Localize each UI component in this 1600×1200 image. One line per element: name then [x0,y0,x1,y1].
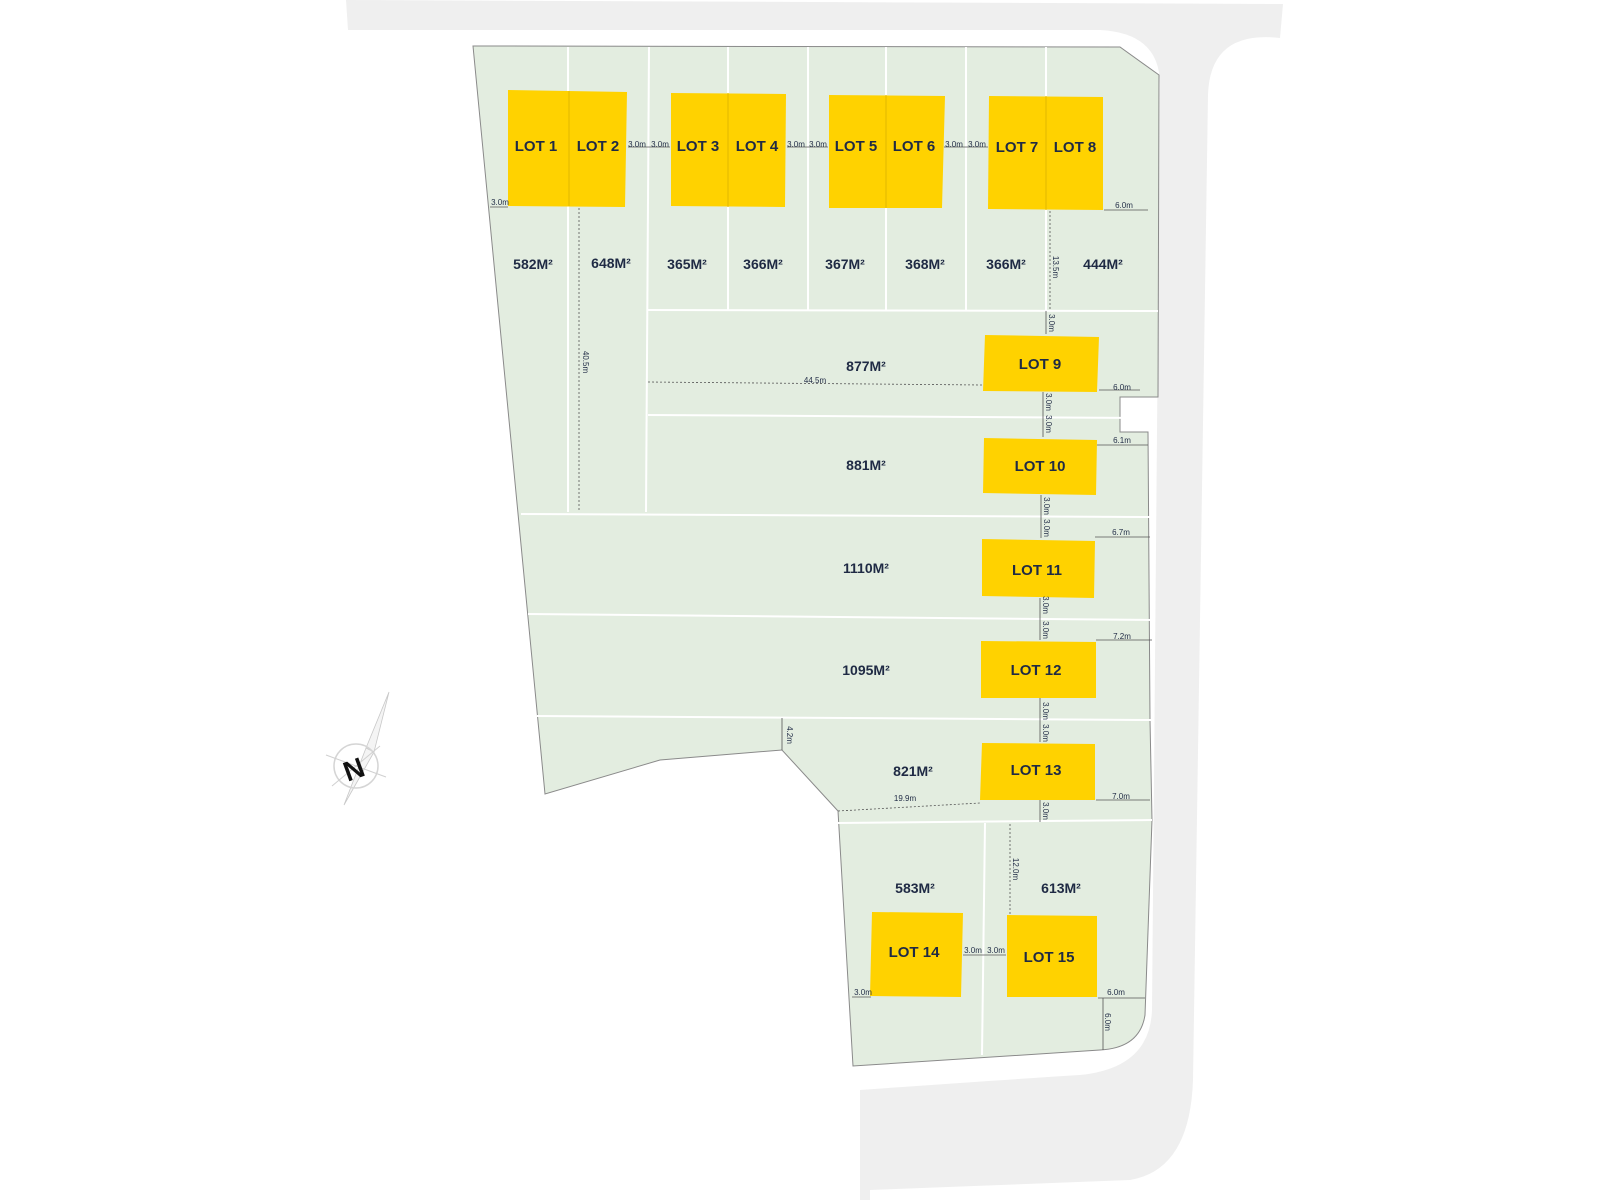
dimension-label-11: 40.5m [581,351,590,374]
lot-label-6: LOT 6 [893,138,936,155]
area-label-1: 582M² [513,256,553,272]
north-arrow [325,691,390,806]
dimension-label-29: 3.0m [1041,802,1050,820]
dimension-label-28: 7.0m [1112,792,1130,801]
lot-label-12: LOT 12 [1011,662,1062,679]
house-lot-15 [1007,915,1097,997]
dimension-label-12: 3.0m [1047,314,1056,332]
dimension-label-3: 3.0m [787,140,805,149]
house-lot-11 [982,539,1095,598]
house-lot-14 [870,912,963,997]
lot-label-13: LOT 13 [1011,762,1062,779]
area-label-3: 365M² [667,256,707,272]
lot-label-8: LOT 8 [1054,139,1097,156]
house-party-walls [568,91,1047,210]
lot-label-3: LOT 3 [677,138,720,155]
dimension-label-33: 3.0m [854,988,872,997]
dimension-label-18: 3.0m [1042,497,1051,515]
house-lot-1-2 [508,90,627,207]
dimension-label-16: 3.0m [1044,415,1053,433]
lot-division-lines [520,46,1159,1056]
dimension-label-10: 13.5m [1051,256,1060,279]
road [346,0,1283,1200]
house-lot-5-6 [829,95,945,208]
area-label-12: 1095M² [842,662,890,678]
house-lot-13 [980,743,1095,800]
lot-label-14: LOT 14 [889,944,941,961]
dimension-label-5: 3.0m [945,140,963,149]
dimension-lines [490,146,1152,1050]
dimension-label-22: 3.0m [1041,621,1050,639]
dimension-label-13: 44.5m [804,376,827,385]
house-lot-9 [983,335,1099,392]
area-label-7: 366M² [986,256,1026,272]
dimension-label-26: 4.2m [785,726,794,744]
dimension-label-21: 3.0m [1041,596,1050,614]
lot-label-7: LOT 7 [996,139,1039,156]
dimension-label-34: 6.0m [1107,988,1125,997]
lot-label-15: LOT 15 [1024,949,1075,966]
area-label-15: 613M² [1041,880,1081,896]
dimension-label-1: 3.0m [628,140,646,149]
area-label-8: 444M² [1083,256,1123,272]
lot-label-1: LOT 1 [515,138,558,155]
dimension-label-19: 3.0m [1042,519,1051,537]
area-label-10: 881M² [846,457,886,473]
dimension-label-35: 6.0m [1103,1013,1112,1031]
dimension-label-31: 3.0m [964,946,982,955]
dimension-label-17: 6.1m [1113,436,1131,445]
lot-label-5: LOT 5 [835,138,878,155]
area-label-4: 366M² [743,256,783,272]
area-label-13: 821M² [893,763,933,779]
house-lot-10 [983,438,1097,495]
dimension-label-27: 19.9m [894,794,917,803]
lot-label-9: LOT 9 [1019,356,1062,373]
dimension-label-7: 3.0m [491,198,509,207]
dimension-label-4: 3.0m [809,140,827,149]
area-labels: 582M² 648M² 365M² 366M² 367M² 368M² 366M² 444M²… [513,255,1123,896]
area-label-9: 877M² [846,358,886,374]
lot-label-10: LOT 10 [1015,458,1066,475]
dimension-label-30: 12.0m [1011,858,1020,881]
dimension-label-15: 3.0m [1044,393,1053,411]
area-label-2: 648M² [591,255,631,271]
parcel-boundary [472,45,1160,1067]
lot-label-11: LOT 11 [1012,562,1062,579]
dimension-label-6: 3.0m [968,140,986,149]
area-label-11: 1110M² [843,560,889,576]
dimension-label-20: 6.7m [1112,528,1130,537]
area-label-14: 583M² [895,880,935,896]
dimension-label-2: 3.0m [651,140,669,149]
dimension-label-32: 3.0m [987,946,1005,955]
dimension-label-23: 7.2m [1113,632,1131,641]
house-footprints [508,90,1103,997]
dimension-label-14: 6.0m [1113,383,1131,392]
area-label-5: 367M² [825,256,865,272]
lot-label-2: LOT 2 [577,138,620,155]
house-lot-12 [981,641,1096,698]
dimension-labels: 3.0m 3.0m 3.0m 3.0m 3.0m 3.0m 3.0m 6.0m 13.5m 40.… [491,140,1133,1031]
dimension-label-25: 3.0m [1041,724,1050,742]
lot-label-4: LOT 4 [736,138,779,155]
dimension-label-9: 6.0m [1115,201,1133,210]
dimension-label-24: 3.0m [1041,702,1050,720]
lot-labels: LOT 1 LOT 2 LOT 3 LOT 4 LOT 5 LOT 6 LOT 7 LOT 8… [515,138,1097,966]
area-label-6: 368M² [905,256,945,272]
